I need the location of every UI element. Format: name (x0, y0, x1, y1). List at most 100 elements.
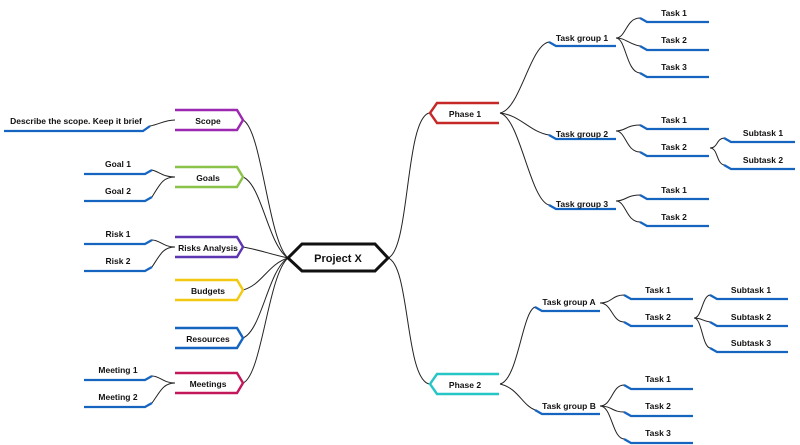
topic-resources[interactable]: Resources (175, 326, 245, 350)
g1-task-2-label: Task 2 (661, 35, 687, 45)
task-group-1-underline (548, 41, 616, 48)
gA-task-1-label: Task 1 (645, 285, 671, 295)
scope-note-underline (4, 125, 151, 133)
topic-meetings-label: Meetings (190, 379, 227, 389)
subtopic-risk-1[interactable]: Risk 1 (84, 229, 153, 246)
topic-meetings[interactable]: Meetings (175, 371, 245, 395)
connector-gB-t1 (599, 384, 625, 407)
g1-task-3-underline (639, 72, 709, 79)
topic-phase-1[interactable]: Phase 1 (428, 101, 499, 125)
task-group-a-underline (534, 306, 600, 313)
gA-subtask-3[interactable]: Subtask 3 (709, 338, 788, 354)
subtopic-goal-2-label: Goal 2 (105, 186, 131, 196)
g2-task-1-label: Task 1 (661, 115, 687, 125)
connector-phase1-group1 (499, 41, 550, 114)
connector-gB-t3 (599, 405, 625, 440)
g2-subtask-1[interactable]: Subtask 1 (723, 128, 795, 144)
subtopic-goal-2[interactable]: Goal 2 (84, 186, 153, 203)
gA-subtask-3-label: Subtask 3 (731, 338, 771, 348)
g2-task-1[interactable]: Task 1 (639, 115, 709, 131)
topic-goals[interactable]: Goals (175, 165, 245, 189)
subtopic-meeting-1-label: Meeting 1 (98, 365, 137, 375)
topic-phase-1-shape (428, 101, 499, 125)
g1-task-1-underline (639, 17, 709, 24)
g3-task-2[interactable]: Task 2 (639, 212, 709, 228)
g1-task-1-label: Task 1 (661, 8, 687, 18)
connector-g2-t1 (615, 124, 641, 132)
subtopic-goal-2-underline (84, 196, 153, 203)
connector-root-meetings (242, 257, 289, 384)
root-node-label: Project X (314, 253, 362, 265)
subtopic-risk-2-underline (84, 266, 153, 273)
subtopic-meeting-2[interactable]: Meeting 2 (84, 392, 153, 409)
topic-risks-label: Risks Analysis (178, 243, 238, 253)
topic-phase-2[interactable]: Phase 2 (428, 372, 499, 396)
task-group-3[interactable]: Task group 3 (548, 199, 616, 211)
task-group-b-label: Task group B (542, 401, 596, 411)
task-group-2-label: Task group 2 (556, 129, 609, 139)
gB-task-3[interactable]: Task 3 (623, 428, 693, 445)
g2-task-2-label: Task 2 (661, 142, 687, 152)
g2-subtask-1-label: Subtask 1 (743, 128, 783, 138)
connector-risks-2 (151, 246, 176, 268)
gA-task-1-underline (623, 294, 693, 301)
g3-task-1[interactable]: Task 1 (639, 185, 709, 201)
gA-subtask-3-underline (709, 347, 788, 354)
topic-resources-label: Resources (186, 334, 230, 344)
g3-task-2-label: Task 2 (661, 212, 687, 222)
topic-risks-shape (175, 235, 245, 259)
connector-g1-t3 (615, 37, 641, 74)
gA-task-1[interactable]: Task 1 (623, 285, 693, 301)
gA-task-2-label: Task 2 (645, 312, 671, 322)
gB-task-1[interactable]: Task 1 (623, 374, 693, 391)
g2-subtask-2[interactable]: Subtask 2 (723, 155, 795, 171)
g2-subtask-2-underline (723, 164, 795, 171)
gA-subtask-1-underline (709, 294, 788, 301)
subtopic-risk-1-label: Risk 1 (105, 229, 130, 239)
g2-task-2[interactable]: Task 2 (639, 142, 709, 158)
gA-subtask-1-label: Subtask 1 (731, 285, 771, 295)
task-group-3-underline (548, 204, 616, 211)
connector-g1-t1 (615, 17, 641, 39)
task-group-1[interactable]: Task group 1 (548, 33, 616, 48)
g2-task-2-underline (639, 151, 709, 158)
scope-note[interactable]: Describe the scope. Keep it brief (4, 116, 151, 133)
task-group-a-label: Task group A (542, 297, 595, 307)
topic-scope-shape (175, 108, 245, 132)
connector-phase2-groupB (499, 383, 536, 411)
subtopic-goal-1[interactable]: Goal 1 (84, 159, 153, 176)
root-node[interactable]: Project X (285, 242, 391, 273)
connector-meetings-2 (151, 382, 176, 404)
connector-root-goals (242, 176, 289, 259)
g1-task-2[interactable]: Task 2 (639, 35, 709, 52)
subtopic-meeting-1[interactable]: Meeting 1 (84, 365, 153, 382)
connector-phase1-group3 (499, 112, 550, 206)
topic-budgets[interactable]: Budgets (175, 278, 245, 302)
subtopic-meeting-1-underline (84, 375, 153, 382)
task-group-a[interactable]: Task group A (534, 297, 600, 313)
topic-scope[interactable]: Scope (175, 108, 245, 132)
g1-task-3[interactable]: Task 3 (639, 62, 709, 79)
connector-root-scope (242, 119, 289, 259)
connector-root-phase2 (387, 257, 430, 385)
gB-task-2-label: Task 2 (645, 401, 671, 411)
subtopic-risk-2[interactable]: Risk 2 (84, 256, 153, 273)
task-group-2[interactable]: Task group 2 (548, 129, 616, 141)
gA-task-2[interactable]: Task 2 (623, 312, 693, 328)
gB-task-2[interactable]: Task 2 (623, 401, 693, 418)
connector-goals-2 (151, 176, 176, 198)
gA-subtask-2-underline (709, 321, 788, 328)
connector-phase2-groupA (499, 306, 536, 385)
connector-phase1-group2 (499, 112, 550, 136)
gA-subtask-1[interactable]: Subtask 1 (709, 285, 788, 301)
connector-meetings-1 (151, 375, 176, 384)
g3-task-1-label: Task 1 (661, 185, 687, 195)
topic-budgets-label: Budgets (191, 286, 225, 296)
gA-subtask-2[interactable]: Subtask 2 (709, 312, 788, 328)
connectors (149, 17, 725, 440)
g1-task-1[interactable]: Task 1 (639, 8, 709, 24)
task-group-b[interactable]: Task group B (534, 401, 600, 416)
topic-risks-analysis[interactable]: Risks Analysis (175, 235, 245, 259)
topic-phase-1-label: Phase 1 (449, 109, 481, 119)
connector-goals-1 (151, 169, 176, 178)
